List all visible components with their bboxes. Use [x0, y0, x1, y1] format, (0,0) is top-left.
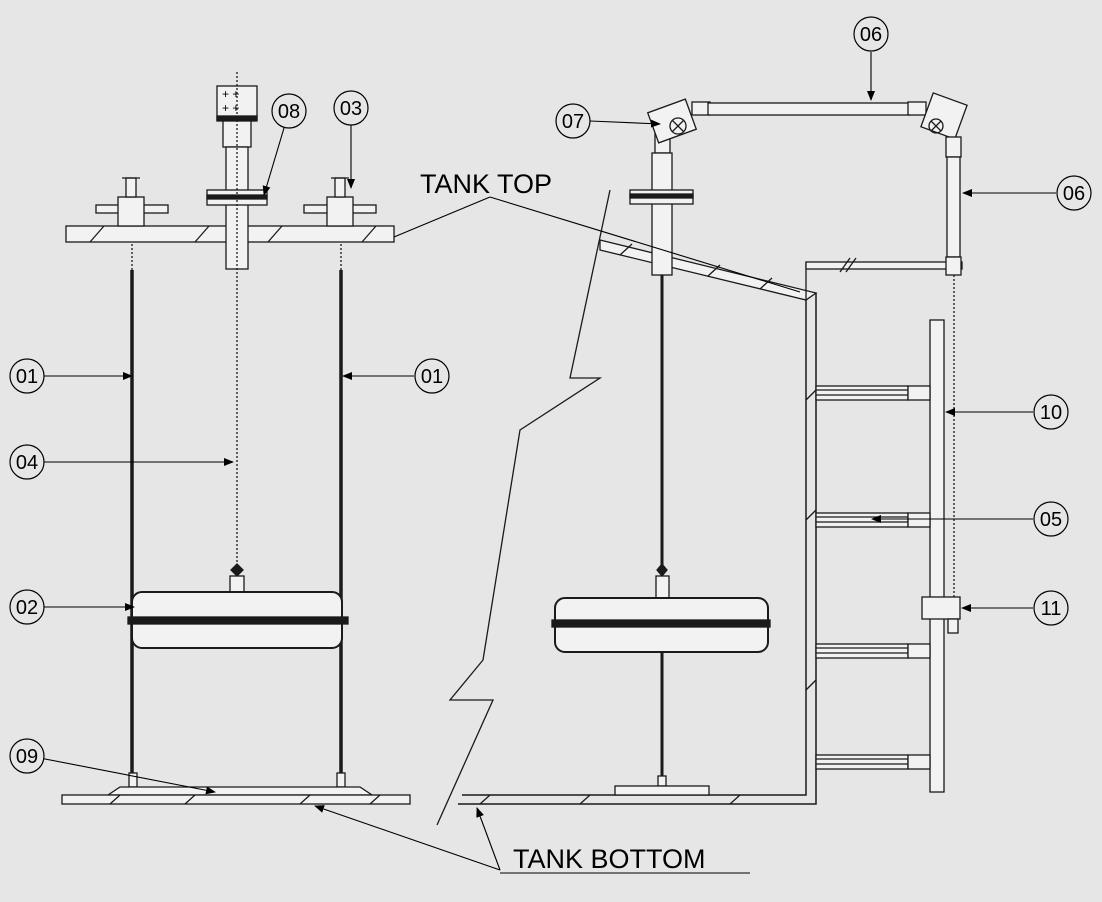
conduit-horizontal: [691, 101, 927, 116]
tank-wall-inner: [462, 300, 807, 796]
board-bracket-3: [815, 643, 931, 659]
gauge-head-right: [629, 132, 694, 570]
tank-top-sloped: [599, 239, 818, 301]
svg-text:04: 04: [16, 452, 38, 474]
svg-text:06: 06: [860, 24, 882, 46]
conduit-top-run: [805, 257, 963, 273]
svg-text:08: 08: [278, 101, 300, 123]
svg-text:10: 10: [1040, 402, 1062, 424]
callout-03: 03: [333, 90, 369, 126]
svg-text:11: 11: [1041, 598, 1062, 620]
tank-bottom-plate-left: [61, 794, 411, 805]
callouts: 01 01 04 02 08 03 09 07 06 06 10 05 11: [9, 16, 1092, 774]
board-bracket-4: [815, 754, 931, 770]
break-line: [436, 189, 611, 826]
svg-text:03: 03: [340, 98, 362, 120]
left-view: + + + +: [61, 72, 411, 805]
level-indicator: [921, 596, 961, 620]
callout-06-top: 06: [853, 16, 889, 52]
svg-text:07: 07: [562, 111, 584, 133]
tank-bottom-label: TANK BOTTOM: [513, 844, 706, 874]
svg-text:01: 01: [421, 366, 443, 388]
board-bracket-1: [815, 385, 931, 401]
svg-text:09: 09: [16, 746, 38, 768]
conduit-vertical: [945, 136, 962, 632]
leader-lines: [39, 52, 1056, 874]
callout-07: 07: [555, 103, 591, 139]
float-left: [127, 563, 349, 649]
callout-02: 02: [9, 589, 45, 625]
gauge-head-assembly: + + + +: [206, 72, 268, 565]
tank-top-label: TANK TOP: [420, 169, 552, 199]
float-right: [551, 562, 771, 796]
callout-01-left: 01: [9, 358, 45, 394]
elbow-fitting-right: [920, 92, 968, 140]
svg-text:+ +: + +: [222, 101, 239, 115]
guide-wire-anchor-right: [303, 177, 377, 227]
svg-text:01: 01: [16, 366, 38, 388]
callout-01-right: 01: [414, 358, 450, 394]
svg-text:+ +: + +: [222, 87, 239, 101]
svg-text:06: 06: [1063, 183, 1085, 205]
gauge-board: [929, 319, 945, 793]
svg-text:05: 05: [1040, 509, 1062, 531]
callout-08: 08: [271, 93, 307, 129]
svg-text:02: 02: [16, 597, 38, 619]
callout-11: 11: [1033, 590, 1069, 626]
callout-05: 05: [1033, 501, 1069, 537]
callout-04: 04: [9, 444, 45, 480]
bottom-weight-plate: [105, 786, 375, 796]
guide-wire-anchor-left: [95, 177, 169, 227]
board-bracket-2: [815, 512, 931, 528]
right-view: [436, 92, 968, 826]
elbow-fitting-left: [646, 98, 698, 144]
callout-09: 09: [9, 738, 45, 774]
callout-06-right: 06: [1056, 175, 1092, 211]
callout-10: 10: [1033, 394, 1069, 430]
tank-wall-outer: [458, 293, 817, 805]
